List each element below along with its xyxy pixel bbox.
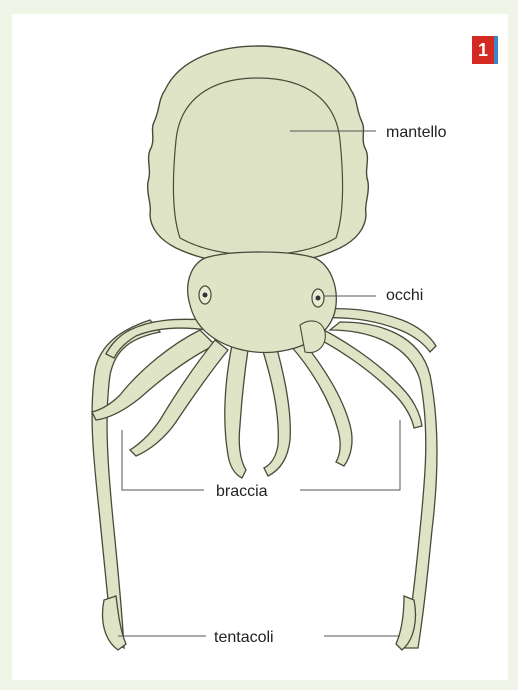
badge-number: 1 xyxy=(472,36,494,64)
mantle-inner-outline xyxy=(173,78,342,255)
label-mantello: mantello xyxy=(386,124,447,141)
arm-3 xyxy=(225,345,248,478)
figure-number-badge: 1 xyxy=(472,36,498,64)
arm-4 xyxy=(262,345,290,476)
label-tentacoli: tentacoli xyxy=(214,629,274,646)
braccia-bracket-left xyxy=(122,430,204,490)
label-braccia: braccia xyxy=(216,483,268,500)
left-eye-icon xyxy=(199,286,211,304)
right-eye-icon xyxy=(312,289,324,307)
badge-side xyxy=(494,36,498,64)
arm-5 xyxy=(290,340,352,466)
head-bump xyxy=(300,321,325,353)
label-occhi: occhi xyxy=(386,287,423,304)
